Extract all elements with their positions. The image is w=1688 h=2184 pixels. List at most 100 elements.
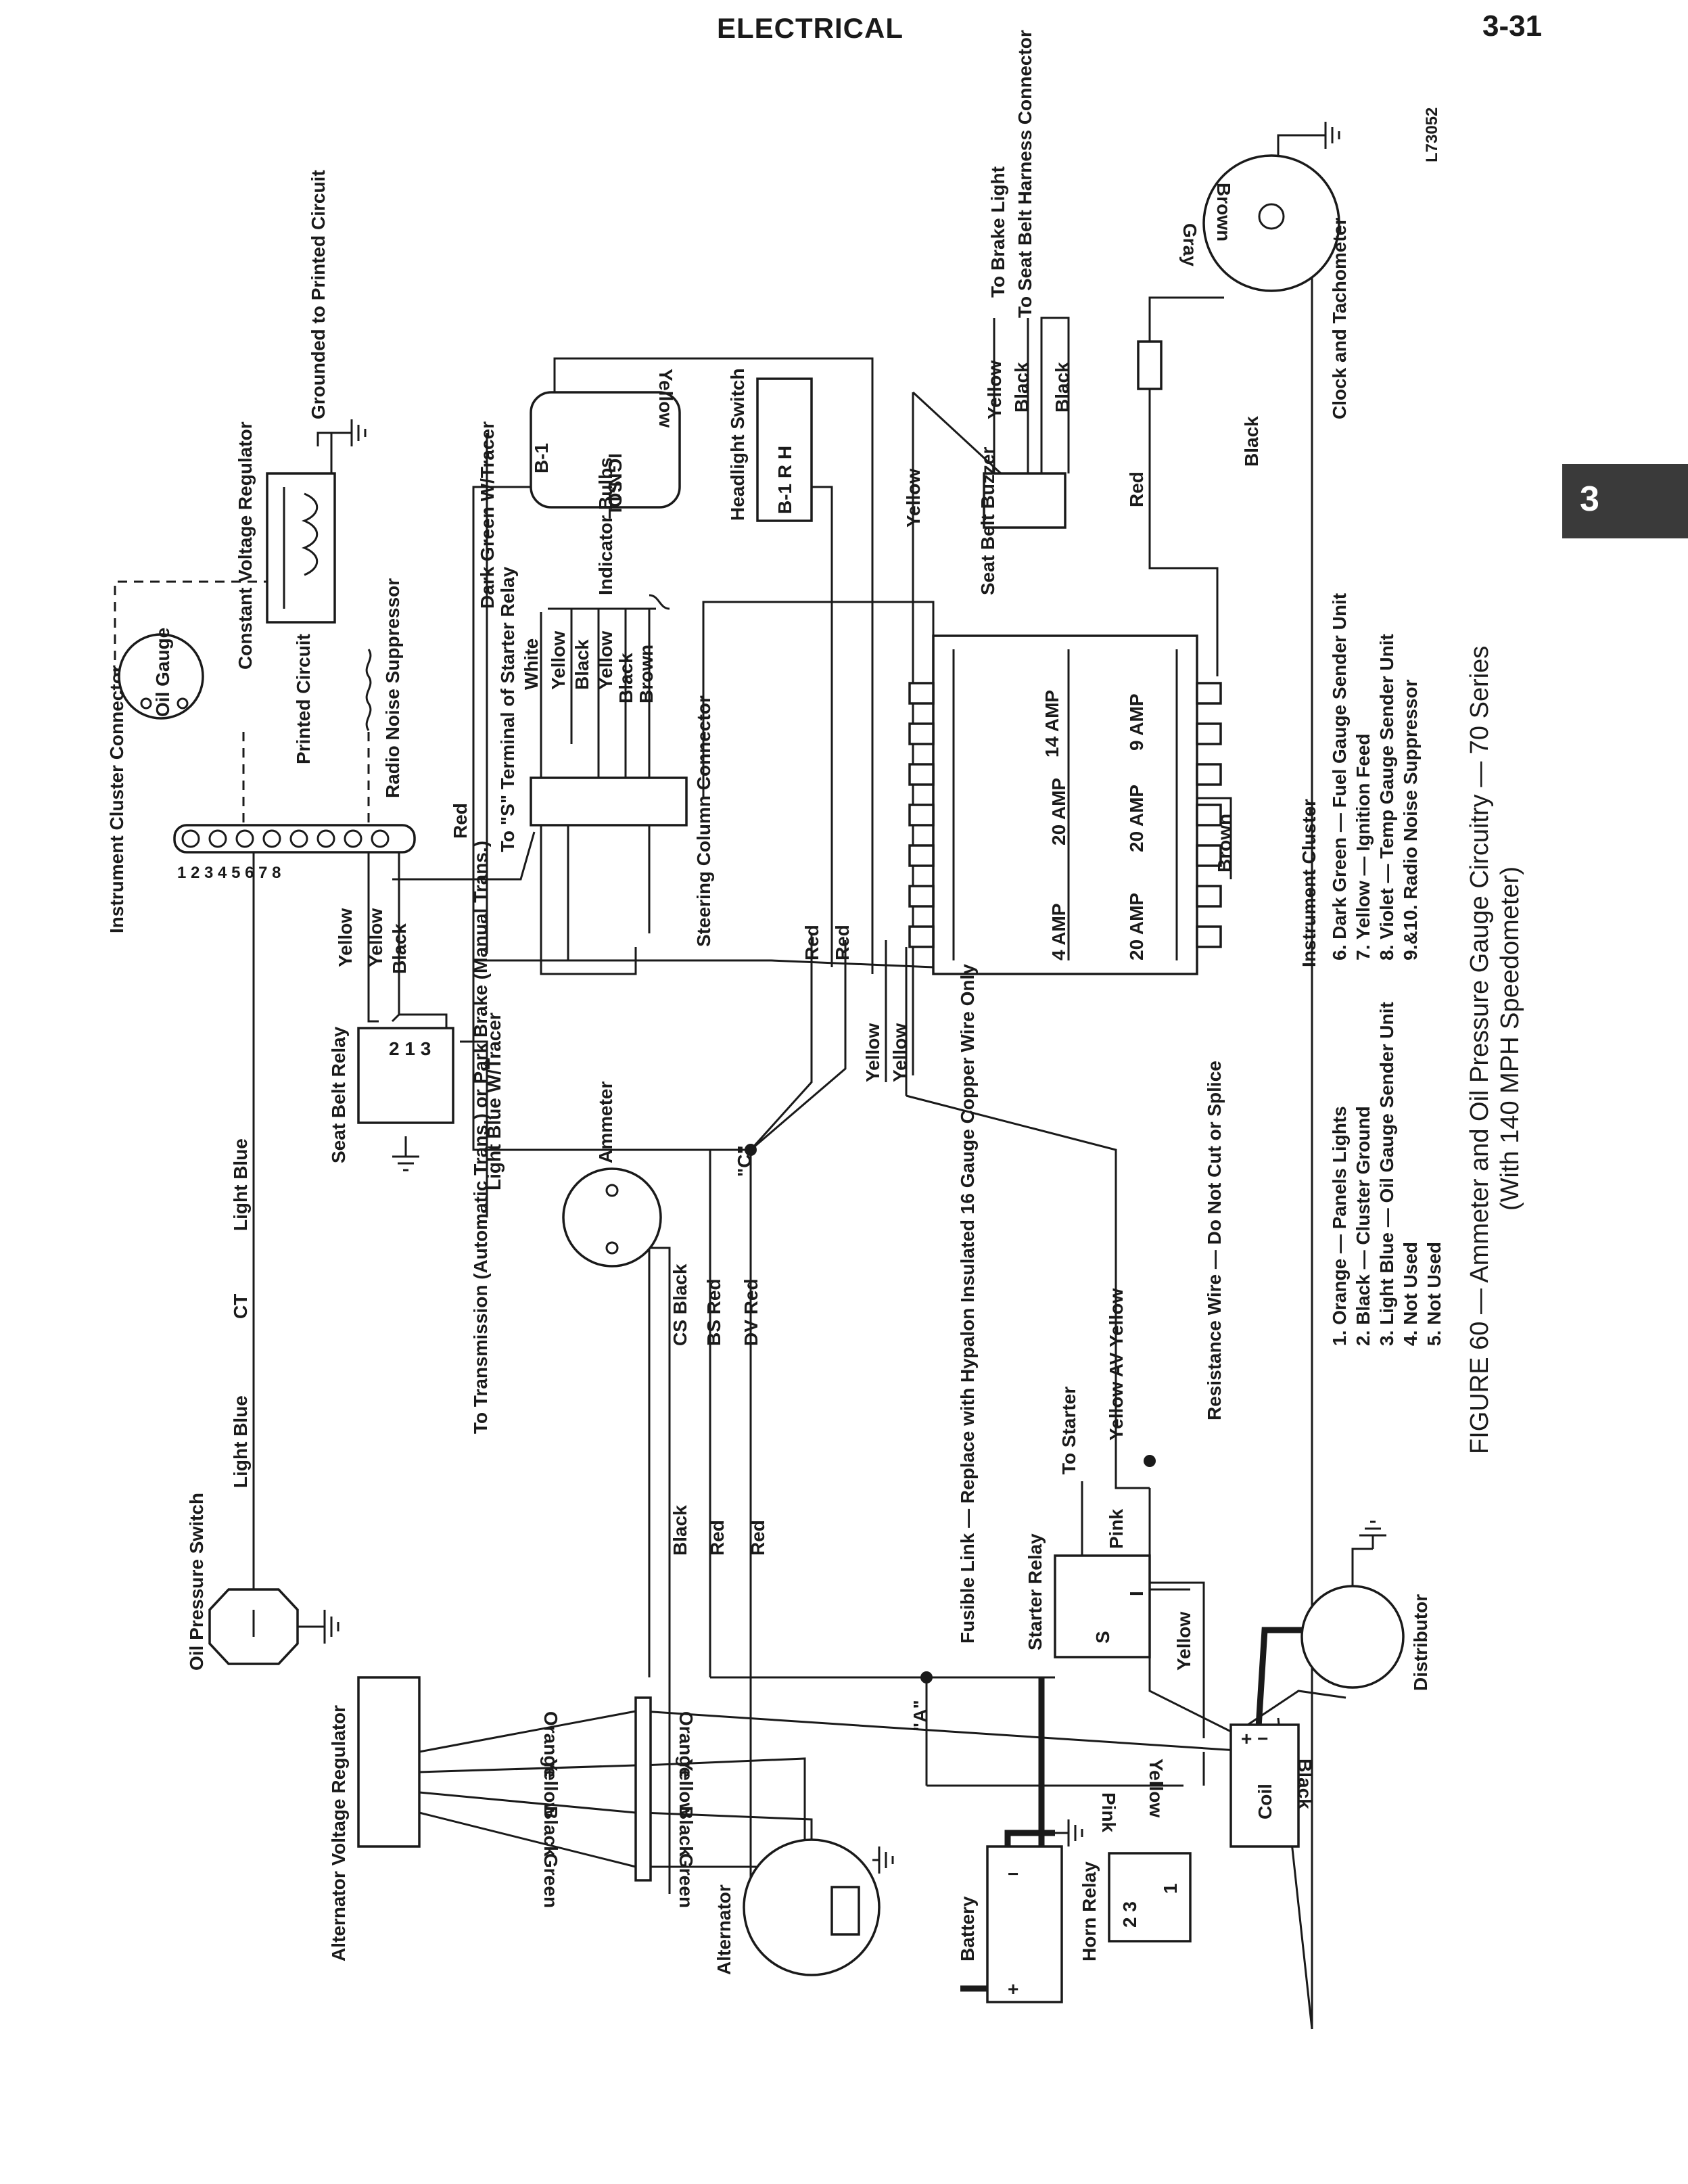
oil-pressure-switch: Oil Pressure Switch xyxy=(186,1493,325,1671)
svg-text:IGN-1: IGN-1 xyxy=(605,453,626,504)
page-header: ELECTRICAL 3-31 xyxy=(0,0,1688,74)
grounded-label: Grounded to Printed Circuit xyxy=(308,170,329,419)
fusible-link-note: Fusible Link — Replace with Hypalon Insu… xyxy=(957,964,978,1644)
svg-text:Yellow: Yellow xyxy=(1146,1759,1167,1817)
svg-text:Yellow: Yellow xyxy=(676,1759,697,1817)
fuse-20amp-b: 20 AMP xyxy=(1126,785,1147,852)
svg-text:CT: CT xyxy=(230,1294,251,1319)
reference-code: L73052 xyxy=(1423,108,1441,162)
alternator-voltage-regulator: Alternator Voltage Regulator xyxy=(328,1676,421,1961)
svg-text:Yellow: Yellow xyxy=(335,908,356,967)
svg-text:Green: Green xyxy=(540,1853,561,1908)
svg-text:Black: Black xyxy=(670,1505,690,1556)
tach-connector xyxy=(1137,340,1163,390)
svg-text:Brown: Brown xyxy=(636,645,657,703)
fuse-9amp: 9 AMP xyxy=(1126,693,1147,751)
svg-text:Orange: Orange xyxy=(540,1711,561,1778)
oil-gauge: Oil Gauge xyxy=(118,628,204,720)
wire-labels: Light Blue CT Light Blue Yellow Yellow B… xyxy=(230,183,1315,1908)
splice-a-label: "A" xyxy=(910,1700,931,1732)
section-title: ELECTRICAL xyxy=(717,12,904,44)
svg-text:DV Red: DV Red xyxy=(741,1278,761,1346)
headlight-switch-label: Headlight Switch xyxy=(727,368,748,521)
svg-text:1: 1 xyxy=(1160,1883,1181,1894)
svg-text:Black: Black xyxy=(540,1806,561,1857)
svg-text:Gray: Gray xyxy=(1179,223,1200,266)
svg-text:B-1: B-1 xyxy=(531,443,552,473)
svg-text:Red: Red xyxy=(450,803,471,839)
cvr-label: Constant Voltage Regulator xyxy=(235,421,256,670)
alternator: Alternator xyxy=(713,1838,881,1976)
fuse-20amp-a: 20 AMP xyxy=(1048,778,1069,845)
clock-and-tachometer: Clock and Tachometer xyxy=(1202,154,1350,419)
legend-item: 4. Not Used xyxy=(1400,1242,1421,1346)
dashed-lines xyxy=(114,580,370,839)
svg-text:Orange: Orange xyxy=(676,1711,697,1778)
battery-label: Battery xyxy=(957,1896,978,1961)
svg-text:+ −: + − xyxy=(1241,1728,1268,1749)
svg-text:Red: Red xyxy=(707,1520,728,1556)
svg-text:CS Black: CS Black xyxy=(670,1263,690,1346)
svg-text:Black: Black xyxy=(1011,362,1032,413)
ammeter: Ammeter xyxy=(562,1082,662,1268)
legend-item: 2. Black — Cluster Ground xyxy=(1353,1106,1374,1346)
legend-item: 6. Dark Green — Fuel Gauge Sender Unit xyxy=(1329,593,1350,960)
splice-points: "C" "A" xyxy=(734,1144,1156,1732)
distributor-label: Distributor xyxy=(1410,1594,1431,1691)
svg-text:I: I xyxy=(1126,1591,1147,1596)
legend-item: 3. Light Blue — Oil Gauge Sender Unit xyxy=(1376,1002,1397,1346)
svg-text:−: − xyxy=(1008,1863,1018,1884)
svg-text:Yellow: Yellow xyxy=(540,1759,561,1817)
svg-text:B-1 R H: B-1 R H xyxy=(774,446,795,514)
svg-text:Light Blue: Light Blue xyxy=(230,1395,251,1488)
oil-gauge-label: Oil Gauge xyxy=(152,628,173,717)
svg-text:Red: Red xyxy=(747,1520,768,1556)
starter-relay-label: Starter Relay xyxy=(1025,1533,1046,1650)
coil: + − Coil xyxy=(1229,1723,1300,1848)
fuse-4amp: 4 AMP xyxy=(1048,903,1069,960)
legend-item: 8. Violet — Temp Gauge Sender Unit xyxy=(1376,634,1397,960)
svg-text:Yellow: Yellow xyxy=(1173,1612,1194,1671)
resistance-wire-note: Resistance Wire — Do Not Cut or Splice xyxy=(1204,1061,1225,1420)
svg-text:2 3: 2 3 xyxy=(1119,1901,1140,1928)
cluster-pin-legend: 1. Orange — Panels Lights 2. Black — Clu… xyxy=(1329,593,1445,1346)
alternator-label: Alternator xyxy=(713,1884,734,1975)
steering-connector-label: Steering Column Connector xyxy=(693,695,714,947)
svg-text:Yellow: Yellow xyxy=(595,631,616,690)
buzzer-label: Seat Belt Buzzer xyxy=(977,447,998,595)
page-number: 3-31 xyxy=(1482,9,1543,43)
section-tab: 3 xyxy=(1562,464,1688,538)
ignition-switch: B-1 IGN-1 SOL xyxy=(530,391,681,519)
cluster-connector-label: Instrument Cluster Connector xyxy=(106,665,127,933)
svg-text:Yellow: Yellow xyxy=(889,1023,910,1082)
seat-belt-relay-label: Seat Belt Relay xyxy=(328,1026,349,1163)
svg-text:Light Blue W/Tracer: Light Blue W/Tracer xyxy=(484,1013,505,1190)
legend-item: 5. Not Used xyxy=(1424,1242,1445,1346)
battery: − + Battery xyxy=(957,1845,1063,2003)
svg-text:Black: Black xyxy=(571,639,592,690)
svg-text:Black: Black xyxy=(676,1806,697,1857)
indicator-bulbs-label: Indicator Bulbs xyxy=(595,457,616,595)
svg-text:1 2 3 4 5 6 7 8: 1 2 3 4 5 6 7 8 xyxy=(177,864,281,882)
ammeter-label: Ammeter xyxy=(595,1082,616,1163)
ground-symbols xyxy=(323,122,1386,1874)
svg-text:Pink: Pink xyxy=(1106,1508,1127,1549)
horn-relay: 2 3 1 Horn Relay xyxy=(1079,1852,1192,1961)
svg-text:BS Red: BS Red xyxy=(703,1278,724,1346)
svg-text:Light Blue: Light Blue xyxy=(230,1138,251,1231)
svg-text:2 1 3: 2 1 3 xyxy=(389,1038,431,1059)
svg-text:Red: Red xyxy=(832,925,853,960)
svg-text:S: S xyxy=(1092,1631,1113,1644)
svg-text:Yellow: Yellow xyxy=(365,908,386,967)
svg-text:Black: Black xyxy=(1052,362,1073,413)
rns-label: Radio Noise Suppressor xyxy=(382,578,403,798)
constant-voltage-regulator: Constant Voltage Regulator Grounded to P… xyxy=(235,170,336,670)
svg-text:Dark Green W/Tracer: Dark Green W/Tracer xyxy=(477,421,498,609)
legend-item: 7. Yellow — Ignition Feed xyxy=(1353,733,1374,960)
printed-circuit-label: Printed Circuit xyxy=(293,634,314,764)
instrument-cluster-label: Instrument Cluster xyxy=(1298,799,1319,967)
brake-light-label: To Brake Light xyxy=(987,166,1008,298)
svg-text:Pink: Pink xyxy=(1098,1792,1119,1833)
oil-pressure-switch-label: Oil Pressure Switch xyxy=(186,1493,207,1671)
